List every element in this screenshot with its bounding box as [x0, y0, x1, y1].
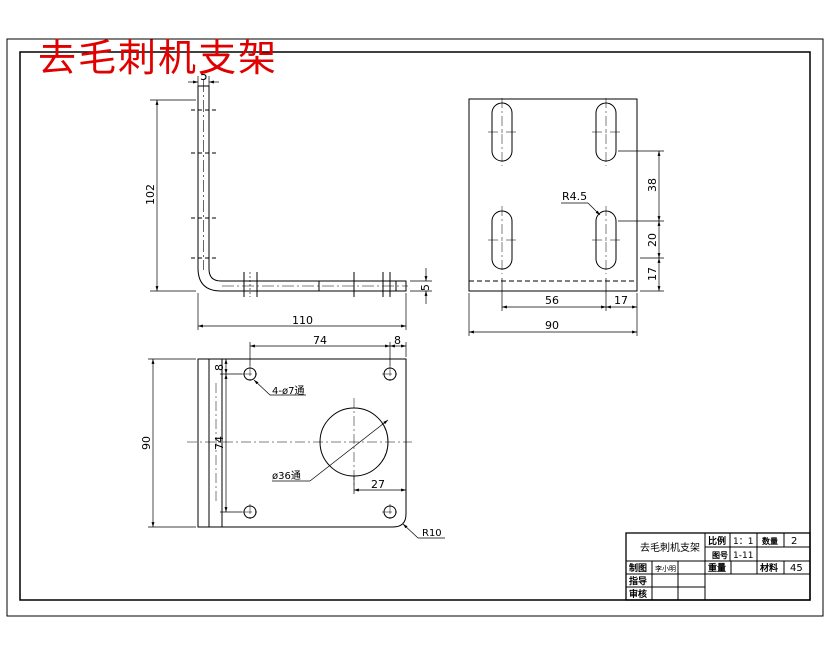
side-dim-38: 38 [646, 178, 659, 192]
side-dim-17-vertical: 17 [646, 267, 659, 281]
title-block [625, 532, 811, 601]
front-view [191, 80, 408, 297]
title-block-drawing-no-label: 图号 [712, 551, 728, 560]
side-dim-slot-radius: R4.5 [562, 190, 587, 203]
front-dim-thickness-top: 5 [200, 69, 208, 83]
side-dim-90: 90 [545, 319, 559, 332]
title-block-qty-value: 2 [791, 536, 797, 547]
side-dim-56: 56 [545, 294, 559, 307]
side-view-dimensions [468, 150, 664, 336]
front-dim-height: 102 [144, 184, 157, 205]
title-block-review-label: 审核 [629, 588, 647, 600]
top-dim-90-vertical: 90 [140, 436, 153, 450]
front-dim-thickness-side: 5 [419, 284, 432, 291]
top-note-center-hole: ø36通 [272, 470, 301, 482]
inner-border [19, 51, 811, 601]
outer-border [6, 38, 824, 617]
side-dim-17-horizontal: 17 [614, 294, 628, 307]
title-block-material-value: 45 [790, 563, 803, 574]
top-dim-27: 27 [371, 478, 385, 491]
top-dim-8-vertical: 8 [213, 364, 226, 371]
title-block-scale-label: 比例 [708, 535, 726, 547]
top-dim-r10: R10 [422, 528, 442, 539]
side-dim-20: 20 [646, 233, 659, 247]
title-block-drawing-no-value: 1-11 [733, 551, 753, 561]
title-block-qty-label: 数量 [762, 536, 778, 546]
drawing-title: 去毛刺机支架 [38, 36, 279, 80]
title-block-scale-value: 1：1 [733, 537, 753, 547]
title-block-weight-label: 重量 [708, 562, 726, 574]
side-view [468, 98, 638, 292]
top-note-small-holes: 4-ø7通 [272, 385, 304, 397]
top-view-dimensions [148, 342, 445, 539]
top-dim-74-vertical: 74 [213, 436, 226, 450]
top-dim-8-horizontal: 8 [394, 334, 401, 347]
title-block-part-name: 去毛刺机支架 [640, 541, 700, 554]
title-block-drawn-value: 李小明 [655, 564, 676, 573]
top-dim-74-horizontal: 74 [313, 334, 327, 347]
front-dim-length: 110 [292, 314, 313, 327]
title-block-drawn-label: 制图 [629, 562, 647, 574]
title-block-material-label: 材料 [759, 562, 778, 574]
front-view-dimensions [150, 76, 432, 330]
title-block-guide-label: 指导 [629, 575, 647, 587]
